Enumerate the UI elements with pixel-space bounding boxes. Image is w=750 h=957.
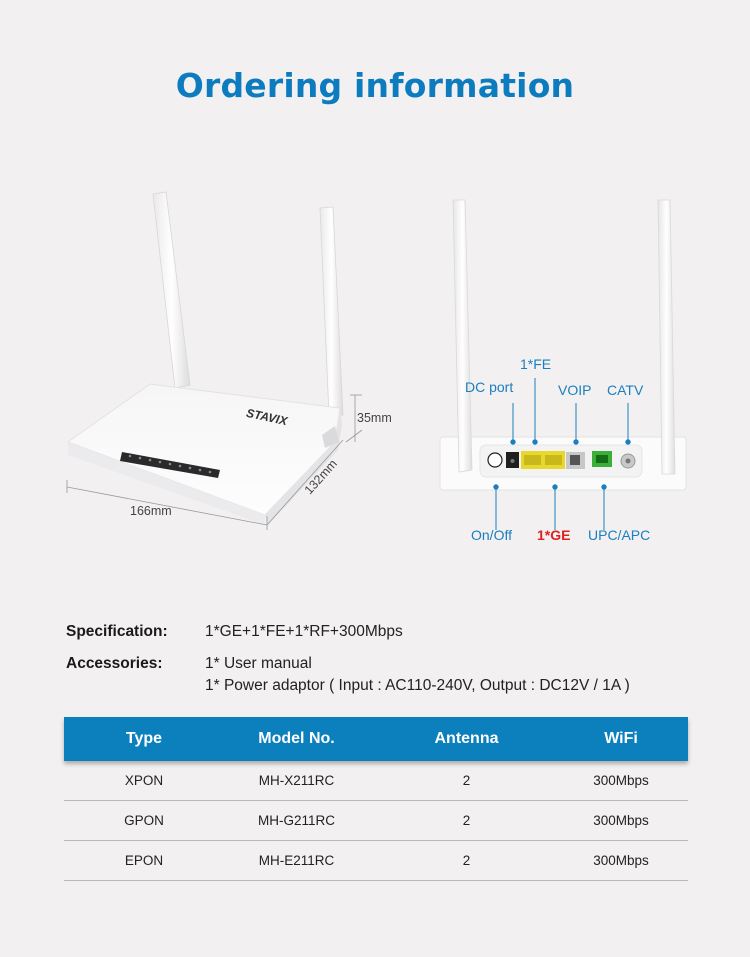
cell-wifi: 300Mbps bbox=[593, 773, 649, 788]
cell-model: MH-E211RC bbox=[258, 853, 335, 868]
label-1ge: 1*GE bbox=[537, 527, 571, 543]
rear-panel-illustration bbox=[439, 199, 687, 530]
column-header-wifi: WiFi bbox=[604, 730, 638, 747]
power-button bbox=[487, 452, 503, 468]
label-catv: CATV bbox=[607, 382, 644, 398]
accessories-label: Accessories: bbox=[66, 655, 163, 672]
specification-label: Specification: bbox=[66, 623, 168, 640]
column-header-type: Type bbox=[125, 730, 163, 747]
page-title: Ordering information bbox=[175, 66, 575, 105]
label-dc-port: DC port bbox=[465, 379, 514, 395]
router-illustration bbox=[66, 191, 363, 530]
cell-antenna: 2 bbox=[462, 853, 471, 868]
ordering-table: Type Model No. Antenna WiFi XPON MH-X211… bbox=[64, 717, 688, 881]
cell-type: EPON bbox=[124, 853, 164, 868]
table-header: Type Model No. Antenna WiFi bbox=[64, 717, 688, 761]
specification-value: 1*GE+1*FE+1*RF+300Mbps bbox=[205, 623, 403, 640]
accessory-item: 1* User manual bbox=[205, 655, 312, 672]
cell-wifi: 300Mbps bbox=[593, 813, 649, 828]
column-header-model: Model No. bbox=[258, 730, 335, 747]
table-row: GPON MH-G211RC 2 300Mbps bbox=[64, 801, 688, 841]
height-dimension: 35mm bbox=[357, 411, 392, 425]
label-voip: VOIP bbox=[558, 382, 592, 398]
accessory-item: 1* Power adaptor ( Input : AC110-240V, O… bbox=[205, 677, 630, 694]
label-upc-apc: UPC/APC bbox=[588, 527, 651, 543]
router-front-view: STAVIX 166mm 132mm 35mm bbox=[50, 180, 410, 540]
cell-type: XPON bbox=[124, 773, 164, 788]
cell-model: MH-G211RC bbox=[257, 813, 335, 828]
column-header-antenna: Antenna bbox=[434, 730, 499, 747]
cell-model: MH-X211RC bbox=[258, 773, 335, 788]
table-row: XPON MH-X211RC 2 300Mbps bbox=[64, 761, 688, 801]
cell-antenna: 2 bbox=[462, 813, 471, 828]
cell-wifi: 300Mbps bbox=[593, 853, 649, 868]
cell-type: GPON bbox=[124, 813, 164, 828]
table-row: EPON MH-E211RC 2 300Mbps bbox=[64, 841, 688, 881]
label-1fe: 1*FE bbox=[520, 356, 552, 372]
router-rear-view: 1*FE DC port VOIP CATV On/Off 1*GE UPC/A… bbox=[420, 190, 720, 560]
cell-antenna: 2 bbox=[462, 773, 471, 788]
label-on-off: On/Off bbox=[471, 527, 512, 543]
width-dimension: 166mm bbox=[130, 504, 172, 518]
